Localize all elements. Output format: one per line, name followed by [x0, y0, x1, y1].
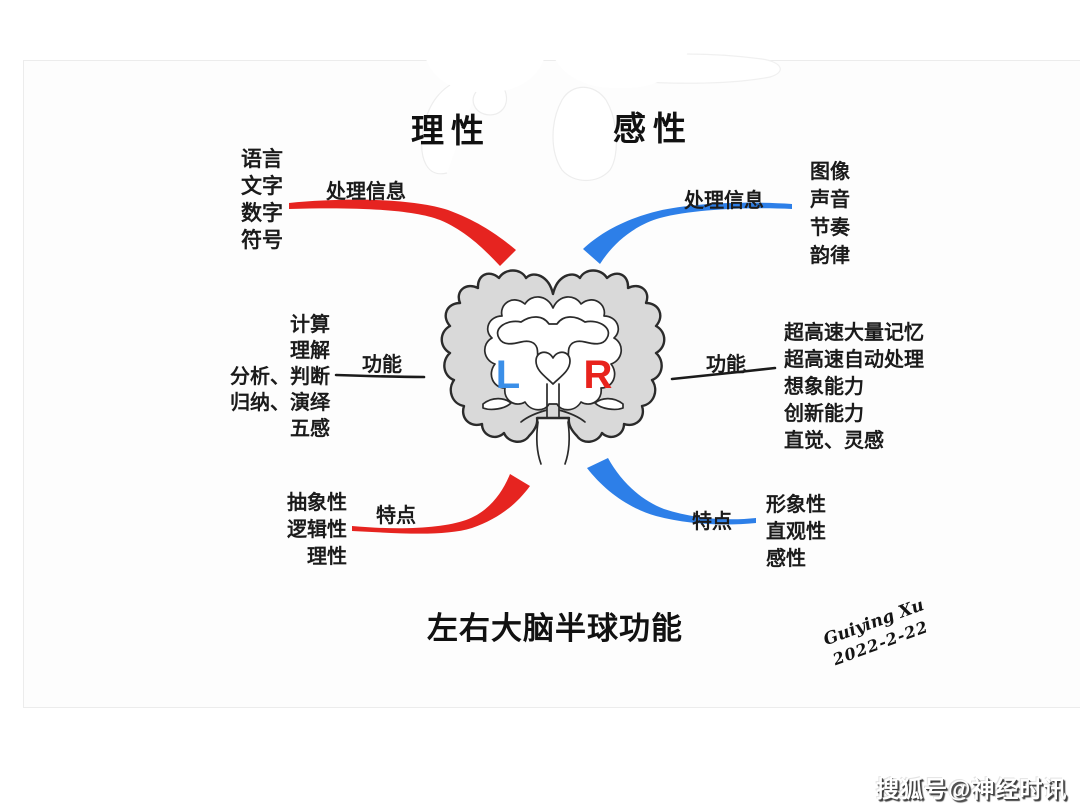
list-item: 计算	[290, 314, 330, 336]
right-function-list: 超高速大量记忆 超高速自动处理 想象能力 创新能力 直觉、灵感	[784, 320, 924, 455]
brain-trunk	[535, 421, 571, 465]
left-trait-list: 抽象性 逻辑性 理性	[220, 490, 347, 571]
brain-thalamus-heart	[535, 351, 571, 385]
list-item: 理性	[307, 546, 347, 568]
brain-temporal-slit-left	[482, 397, 512, 411]
white-patch	[551, 0, 689, 88]
list-item: 逻辑性	[287, 519, 347, 541]
brain-stem-lines	[520, 383, 586, 423]
left-function-label: 功能	[362, 354, 402, 376]
brain-ventricles	[496, 316, 610, 367]
list-item: 语言	[241, 148, 283, 171]
list-item: 分析、判断	[230, 366, 330, 388]
line-right-function	[670, 366, 777, 381]
list-item: 符号	[241, 229, 283, 252]
list-item: 图像	[810, 161, 850, 183]
curve-right-trait	[587, 458, 756, 525]
list-item: 直觉、灵感	[784, 430, 884, 452]
left-process-label: 处理信息	[326, 181, 406, 203]
left-hemisphere-letter: L	[496, 353, 520, 397]
ghost-shape-center	[552, 86, 617, 182]
list-item: 文字	[241, 175, 283, 198]
curve-left-process	[289, 199, 516, 266]
list-item: 感性	[766, 548, 806, 570]
right-function-label: 功能	[706, 354, 746, 376]
list-item: 超高速自动处理	[784, 349, 924, 371]
list-item: 直观性	[766, 521, 826, 543]
list-item: 创新能力	[784, 403, 864, 425]
watermark-text: 搜狐号@神经时讯	[876, 776, 1068, 802]
list-item: 韵律	[810, 245, 850, 267]
right-trait-label: 特点	[692, 511, 732, 533]
left-title: 理性	[411, 112, 491, 149]
right-hemisphere-letter: R	[584, 353, 613, 397]
white-patch	[424, 0, 546, 92]
list-item: 节奏	[810, 217, 850, 239]
left-process-list: 语言 文字 数字 符号	[241, 146, 283, 254]
list-item: 理解	[290, 340, 330, 362]
list-item: 超高速大量记忆	[784, 322, 924, 344]
list-item: 五感	[290, 418, 330, 440]
list-item: 抽象性	[287, 492, 347, 514]
left-trait-label: 特点	[376, 505, 416, 527]
right-process-label: 处理信息	[684, 190, 764, 212]
left-function-list: 计算 理解 分析、判断 归纳、演绎 五感	[196, 312, 330, 442]
list-item: 形象性	[766, 494, 826, 516]
list-item: 声音	[810, 189, 850, 211]
signature-block: Guiying Xu 2022-2-22	[821, 595, 933, 672]
right-title: 感性	[613, 110, 693, 147]
brain-temporal-slit-right	[594, 397, 624, 411]
curve-left-trait	[352, 474, 530, 534]
right-trait-list: 形象性 直观性 感性	[766, 492, 826, 573]
list-item: 想象能力	[784, 376, 864, 398]
brain-illustration: L R	[440, 269, 666, 465]
list-item: 归纳、演绎	[230, 392, 330, 414]
list-item: 数字	[241, 202, 283, 225]
diagram-title: 左右大脑半球功能	[427, 611, 683, 646]
curve-right-process	[583, 202, 792, 264]
right-process-list: 图像 声音 节奏 韵律	[810, 158, 850, 270]
line-left-function	[334, 373, 426, 379]
